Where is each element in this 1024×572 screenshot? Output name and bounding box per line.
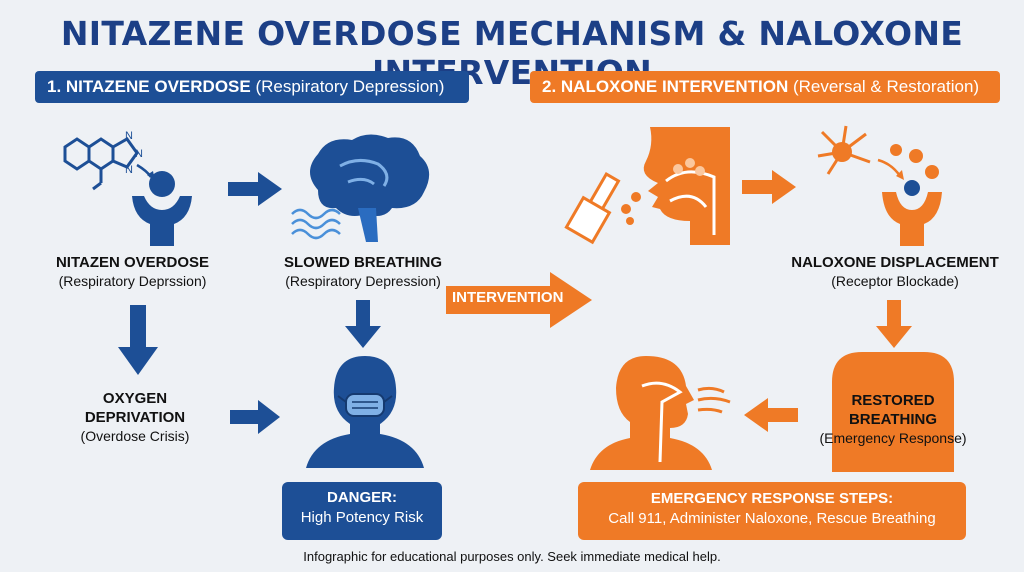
- step-nitazene-overdose-subtitle: (Respiratory Deprssion): [58, 273, 207, 289]
- emergency-box-text: Call 911, Administer Naloxone, Rescue Br…: [608, 510, 936, 527]
- emergency-box-title: EMERGENCY RESPONSE STEPS:: [650, 490, 894, 507]
- section-1-subtitle: (Respiratory Depression): [255, 77, 445, 96]
- step-nitazene-overdose: NITAZEN OVERDOSE (Respiratory Deprssion): [40, 254, 225, 289]
- step-naloxone-displacement: NALOXONE DISPLACEMENT (Receptor Blockade…: [780, 254, 1010, 289]
- section-1-title: 1. NITAZENE OVERDOSE: [47, 77, 251, 96]
- step-restored-breathing-title-1: RESTORED: [851, 392, 935, 409]
- nasal-spray-icon: [564, 171, 641, 245]
- receptor-icon: [817, 125, 942, 246]
- arrow-right-3: [742, 170, 796, 204]
- arrow-right-1: [228, 172, 282, 206]
- arrow-down-1: [118, 305, 158, 375]
- emergency-box: EMERGENCY RESPONSE STEPS: Call 911, Admi…: [578, 482, 966, 540]
- danger-box: DANGER: High Potency Risk: [282, 482, 442, 540]
- svg-text:N: N: [135, 148, 143, 160]
- section-1-header: 1. NITAZENE OVERDOSE (Respiratory Depres…: [35, 71, 469, 103]
- step-slowed-breathing: SLOWED BREATHING (Respiratory Depression…: [268, 254, 458, 289]
- arrow-left-1: [744, 398, 798, 432]
- danger-box-title: DANGER:: [327, 489, 397, 506]
- step-restored-breathing-subtitle: (Emergency Response): [819, 430, 967, 446]
- arrow-right-2: [230, 400, 280, 434]
- step-oxygen-deprivation-title-2: DEPRIVATION: [84, 409, 186, 426]
- step-restored-breathing-title-2: BREATHING: [848, 411, 938, 428]
- step-naloxone-displacement-subtitle: (Receptor Blockade): [831, 273, 959, 289]
- step-oxygen-deprivation-title-1: OXYGEN: [102, 390, 168, 407]
- nose-head-icon: [643, 127, 730, 245]
- section-2-title: 2. NALOXONE INTERVENTION: [542, 77, 789, 96]
- brain-icon: [291, 134, 430, 242]
- intervention-arrow: [446, 272, 592, 328]
- section-2-header: 2. NALOXONE INTERVENTION (Reversal & Res…: [530, 71, 1000, 103]
- breathing-head-icon: [590, 356, 731, 470]
- danger-box-text: High Potency Risk: [300, 509, 424, 526]
- footer-disclaimer: Infographic for educational purposes onl…: [303, 549, 721, 564]
- step-slowed-breathing-subtitle: (Respiratory Depression): [285, 273, 441, 289]
- step-nitazene-overdose-title: NITAZEN OVERDOSE: [55, 254, 210, 271]
- person-receptor-icon: [132, 171, 192, 246]
- arrow-down-2: [345, 300, 381, 348]
- svg-text:N: N: [125, 164, 133, 176]
- section-2-subtitle: (Reversal & Restoration): [792, 77, 980, 96]
- arrow-down-3: [876, 300, 912, 348]
- step-naloxone-displacement-title: NALOXONE DISPLACEMENT: [791, 254, 999, 271]
- step-oxygen-deprivation: OXYGEN DEPRIVATION (Overdose Crisis): [60, 390, 210, 444]
- svg-text:N: N: [125, 130, 133, 142]
- restored-breathing-panel: [832, 352, 954, 472]
- person-mask-icon: [306, 356, 424, 468]
- intervention-label: INTERVENTION: [452, 289, 564, 306]
- step-oxygen-deprivation-subtitle: (Overdose Crisis): [80, 428, 190, 444]
- step-slowed-breathing-title: SLOWED BREATHING: [283, 254, 443, 271]
- step-restored-breathing: RESTORED BREATHING (Emergency Response): [818, 392, 968, 446]
